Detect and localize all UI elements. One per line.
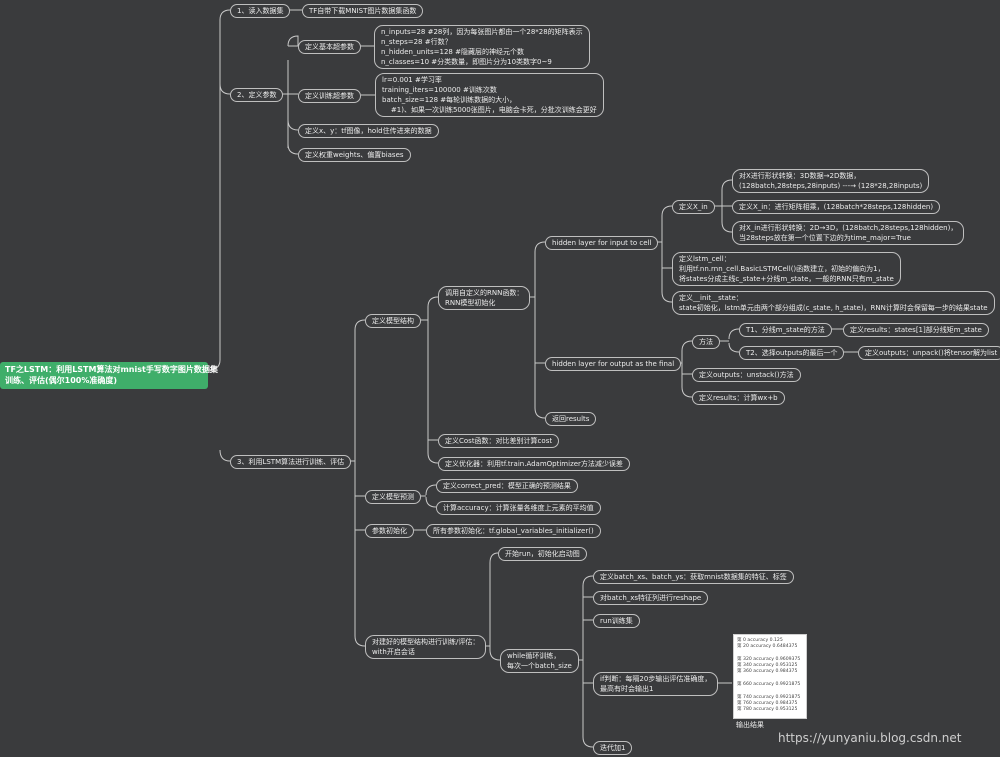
node-define-xy[interactable]: 定义x、y：tf图像，hold住传进来的数据 <box>298 124 439 138</box>
node-accuracy[interactable]: 计算accuracy：计算张量各维度上元素的平均值 <box>436 501 601 515</box>
root-topic[interactable]: TF之LSTM：利用LSTM算法对mnist手写数字图片数据集 训练、评估(偶尔… <box>0 362 218 389</box>
output-line: 第 660 accuracy 0.9921875 <box>737 682 801 687</box>
node-reshape-batch[interactable]: 对batch_xs特征列进行reshape <box>593 591 709 605</box>
output-line: 第 340 accuracy 0.953125 <box>737 663 798 668</box>
node-mnist-download[interactable]: TF自带下载MNIST图片数据集函数 <box>302 4 424 18</box>
output-line: 第 20 accuracy 0.6484375 <box>737 644 798 649</box>
output-screenshot: 第 0 accuracy 0.125 第 20 accuracy 0.64843… <box>733 634 807 719</box>
output-label: 输出结果 <box>736 721 764 729</box>
node-results-wxb[interactable]: 定义results：计算wx+b <box>692 391 785 405</box>
node-hidden-input[interactable]: hidden layer for input to cell <box>545 236 659 250</box>
node-global-init[interactable]: 所有参数初始化：tf.global_variables_initializer(… <box>426 524 601 538</box>
node-correct-pred[interactable]: 定义correct_pred：模型正确的预测结果 <box>436 479 578 493</box>
output-line: 第 360 accuracy 0.984375 <box>737 669 798 674</box>
node-define-params[interactable]: 2、定义参数 <box>230 88 284 102</box>
node-init-state[interactable]: 定义__init__state： state初始化，lstm单元由两个部分组成(… <box>672 291 995 315</box>
node-model-predict[interactable]: 定义模型预测 <box>365 490 421 504</box>
node-define-weights[interactable]: 定义权重weights、偏置biases <box>298 148 411 162</box>
node-read-dataset[interactable]: 1、读入数据集 <box>230 4 291 18</box>
node-method[interactable]: 方法 <box>692 335 720 349</box>
node-optimizer[interactable]: 定义优化器：利用tf.train.AdamOptimizer方法减少误差 <box>438 457 630 471</box>
node-param-init[interactable]: 参数初始化 <box>365 524 414 538</box>
node-if-eval[interactable]: if判断：每隔20步输出评估准确度， 最高有时会输出1 <box>593 672 719 696</box>
node-outputs-unstack[interactable]: 定义outputs：unstack()方法 <box>692 368 801 382</box>
node-run-train[interactable]: run训练集 <box>593 614 640 628</box>
node-iter-increment[interactable]: 迭代加1 <box>593 741 633 755</box>
output-line: 第 760 accuracy 0.984375 <box>737 701 798 706</box>
node-xin-reshape1[interactable]: 对X进行形状转换：3D数据→2D数据， (128batch,28steps,28… <box>732 169 930 193</box>
output-line: 第 740 accuracy 0.9921875 <box>737 695 801 700</box>
node-session[interactable]: 对建好的模型结构进行训练/评估： with开启会话 <box>365 635 487 659</box>
node-cost[interactable]: 定义Cost函数：对比差别计算cost <box>438 434 560 448</box>
node-while-loop[interactable]: while循环训练， 每次一个batch_size <box>500 649 579 673</box>
output-line: 第 0 accuracy 0.125 <box>737 638 783 643</box>
node-start-run[interactable]: 开始run，初始化启动图 <box>498 547 587 561</box>
output-line: 第 780 accuracy 0.953125 <box>737 707 798 712</box>
node-method-t2[interactable]: T2、选择outputs的最后一个 <box>739 346 845 360</box>
node-lstm-cell[interactable]: 定义lstm_cell： 利用tf.nn.rnn_cell.BasicLSTMC… <box>672 252 901 286</box>
node-basic-hyperparams-detail[interactable]: n_inputs=28 #28列，因为每张图片都由一个28*28的矩阵表示 n_… <box>374 25 590 69</box>
node-model-structure[interactable]: 定义模型结构 <box>365 314 421 328</box>
output-line: 第 320 accuracy 0.9609375 <box>737 657 801 662</box>
watermark: https://yunyaniu.blog.csdn.net <box>778 731 962 745</box>
node-basic-hyperparams[interactable]: 定义基本超参数 <box>298 40 361 54</box>
node-hidden-output[interactable]: hidden layer for output as the final <box>545 357 682 371</box>
node-xin-matmul[interactable]: 定义X_in：进行矩阵相乘，(128batch*28steps,128hidde… <box>732 200 941 214</box>
node-define-xin[interactable]: 定义X_in <box>672 200 715 214</box>
node-rnn-init[interactable]: 调用自定义的RNN函数： RNN模型初始化 <box>438 286 531 310</box>
node-method-t1[interactable]: T1、分线m_state的方法 <box>739 323 832 337</box>
node-train-hyperparams[interactable]: 定义训练超参数 <box>298 89 361 103</box>
node-batch-xs-ys[interactable]: 定义batch_xs、batch_ys：获取mnist数据集的特征、标签 <box>593 570 794 584</box>
node-train-hyperparams-detail[interactable]: lr=0.001 #学习率 training_iters=100000 #训练次… <box>375 73 604 117</box>
node-method-t1-results[interactable]: 定义results：states[1]部分线矩m_state <box>843 323 989 337</box>
node-lstm-train[interactable]: 3、利用LSTM算法进行训练、评估 <box>230 455 352 469</box>
node-xin-reshape2[interactable]: 对X_in进行形状转换：2D→3D，(128batch,28steps,128h… <box>732 221 965 245</box>
node-return-results[interactable]: 返回results <box>545 412 597 426</box>
node-method-t2-outputs[interactable]: 定义outputs：unpack()将tensor解为list <box>858 346 1000 360</box>
